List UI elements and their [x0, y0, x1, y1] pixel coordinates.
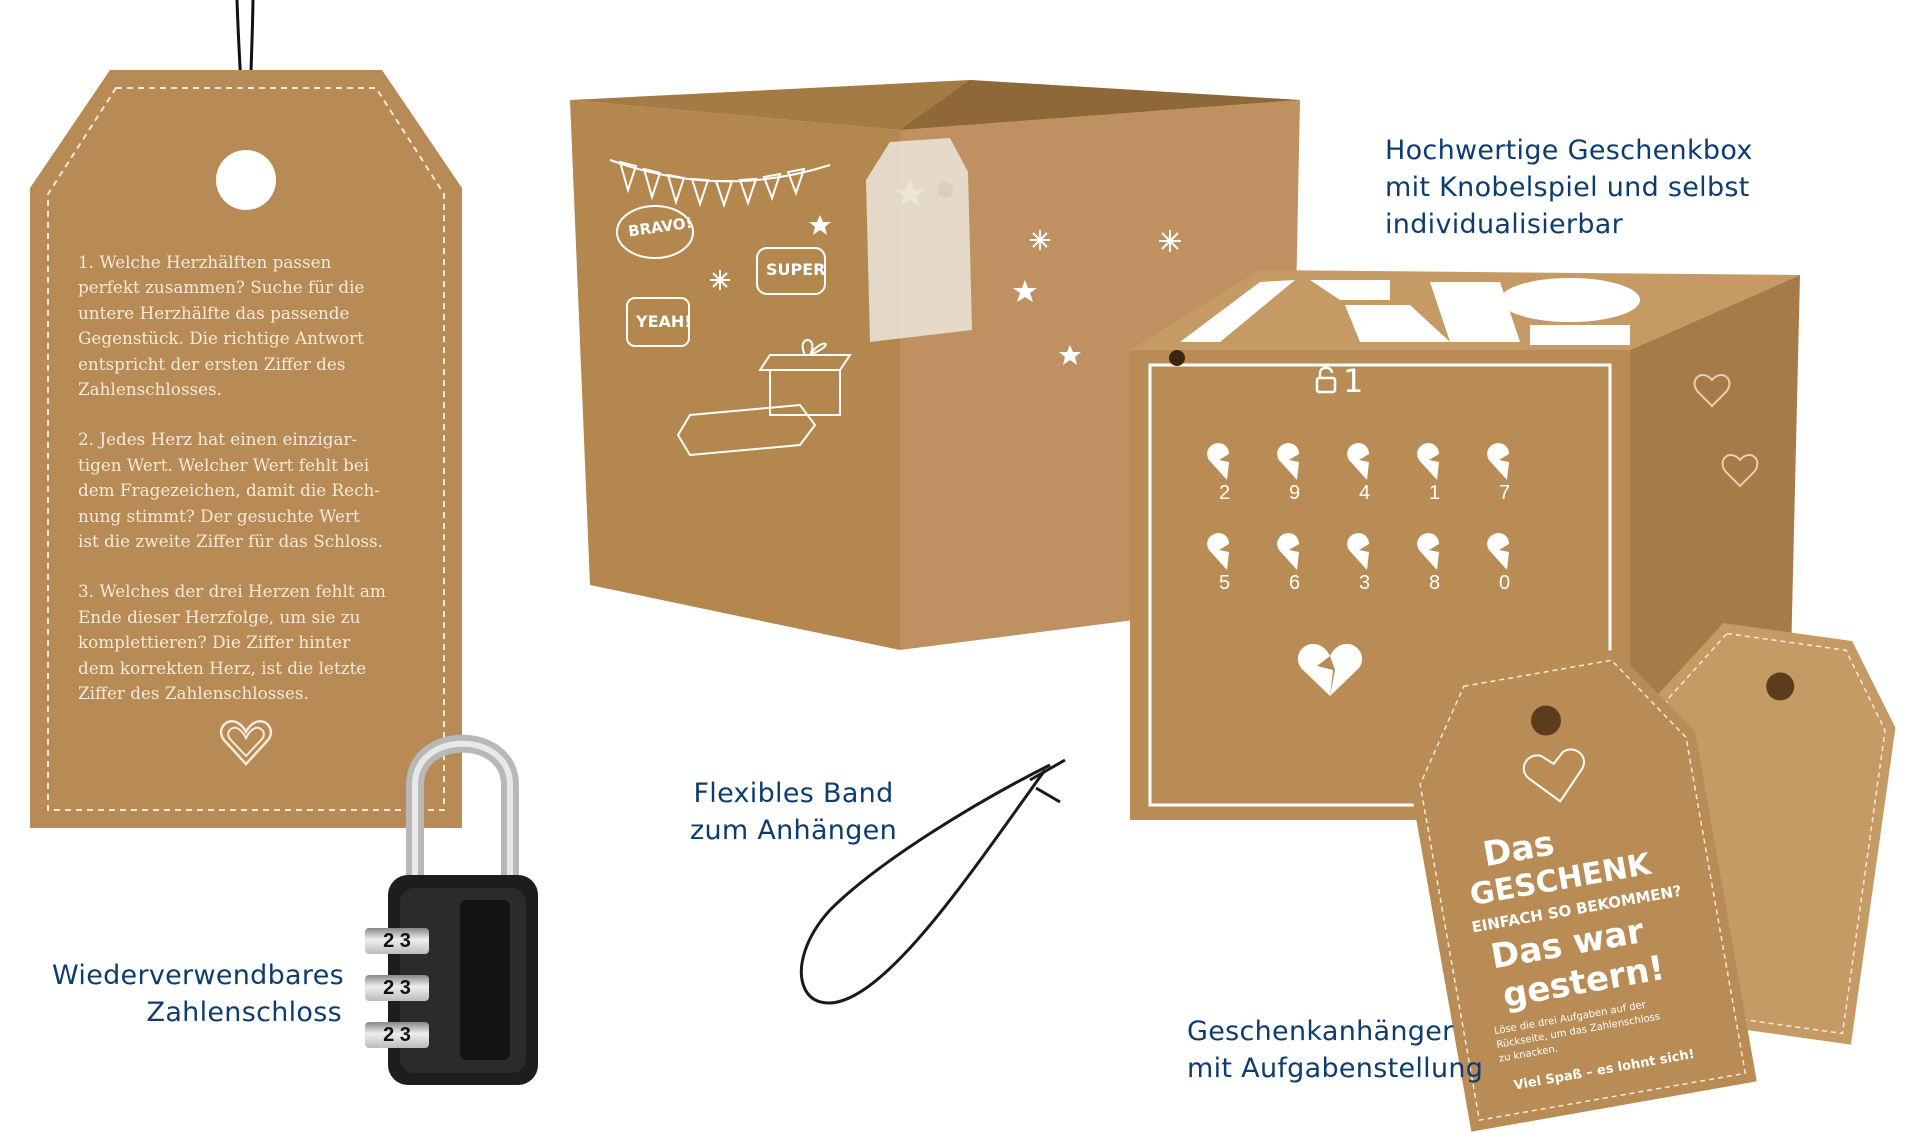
- heart-logo-icon: [218, 718, 274, 772]
- heart-half-icon: [1205, 440, 1249, 488]
- task-3: 3. Welches der drei Herzen fehlt am Ende…: [78, 581, 386, 704]
- heart-question-icon: [1295, 640, 1365, 704]
- heart-digit: 3: [1359, 572, 1371, 594]
- heart-half-icon: [1275, 440, 1319, 488]
- elastic-band: [760, 740, 1070, 1040]
- caption-gift-tag: Geschenkanhänger mit Aufgabenstellung: [1187, 1016, 1484, 1084]
- wheel-3[interactable]: 2 3: [365, 1022, 429, 1048]
- task-1: 1. Welche Herzhälften passen perfekt zus…: [78, 252, 365, 400]
- heart-half-icon: [1345, 440, 1389, 488]
- lock-icon: [1315, 366, 1337, 398]
- puzzle-tag: [30, 70, 462, 828]
- heart-half-icon: [1415, 440, 1459, 488]
- heart-digit: 4: [1359, 482, 1371, 504]
- caption-gift-box: Hochwertige Geschenkbox mit Knobelspiel …: [1385, 135, 1753, 240]
- heart-digit: 2: [1219, 482, 1231, 504]
- heart-digit: 9: [1289, 482, 1301, 504]
- heart-half-icon: [1345, 530, 1389, 578]
- gift-tag-printed: Das GESCHENK EINFACH SO BEKOMMEN? Das wa…: [1393, 638, 1757, 1132]
- wheel-2[interactable]: 2 3: [365, 975, 429, 1001]
- heart-digit: 7: [1499, 482, 1511, 504]
- padlock: 2 3 2 3 2 3: [360, 710, 560, 1100]
- caption-band: Flexibles Band zum Anhängen: [690, 778, 897, 846]
- caption-padlock: Wiederverwendbares Zahlenschloss: [52, 960, 344, 1028]
- heart-half-icon: [1415, 530, 1459, 578]
- task-2: 2. Jedes Herz hat einen einzigar- tigen …: [78, 429, 383, 552]
- heart-half-icon: [1485, 440, 1529, 488]
- heart-half-icon: [1275, 530, 1319, 578]
- heart-digit: 6: [1289, 572, 1301, 594]
- heart-half-icon: [1485, 530, 1529, 578]
- wheel-1[interactable]: 2 3: [365, 928, 429, 954]
- bubble-super: SUPER: [766, 260, 826, 279]
- heart-digit: 8: [1429, 572, 1441, 594]
- heart-digit: 0: [1499, 572, 1511, 594]
- heart-half-icon: [1205, 530, 1249, 578]
- lock-number: 1: [1343, 362, 1364, 400]
- puzzle-tag-text: 1. Welche Herzhälften passen perfekt zus…: [78, 250, 450, 732]
- heart-digit: 5: [1219, 572, 1231, 594]
- bubble-yeah: YEAH!: [636, 312, 692, 331]
- heart-digit: 1: [1429, 482, 1441, 504]
